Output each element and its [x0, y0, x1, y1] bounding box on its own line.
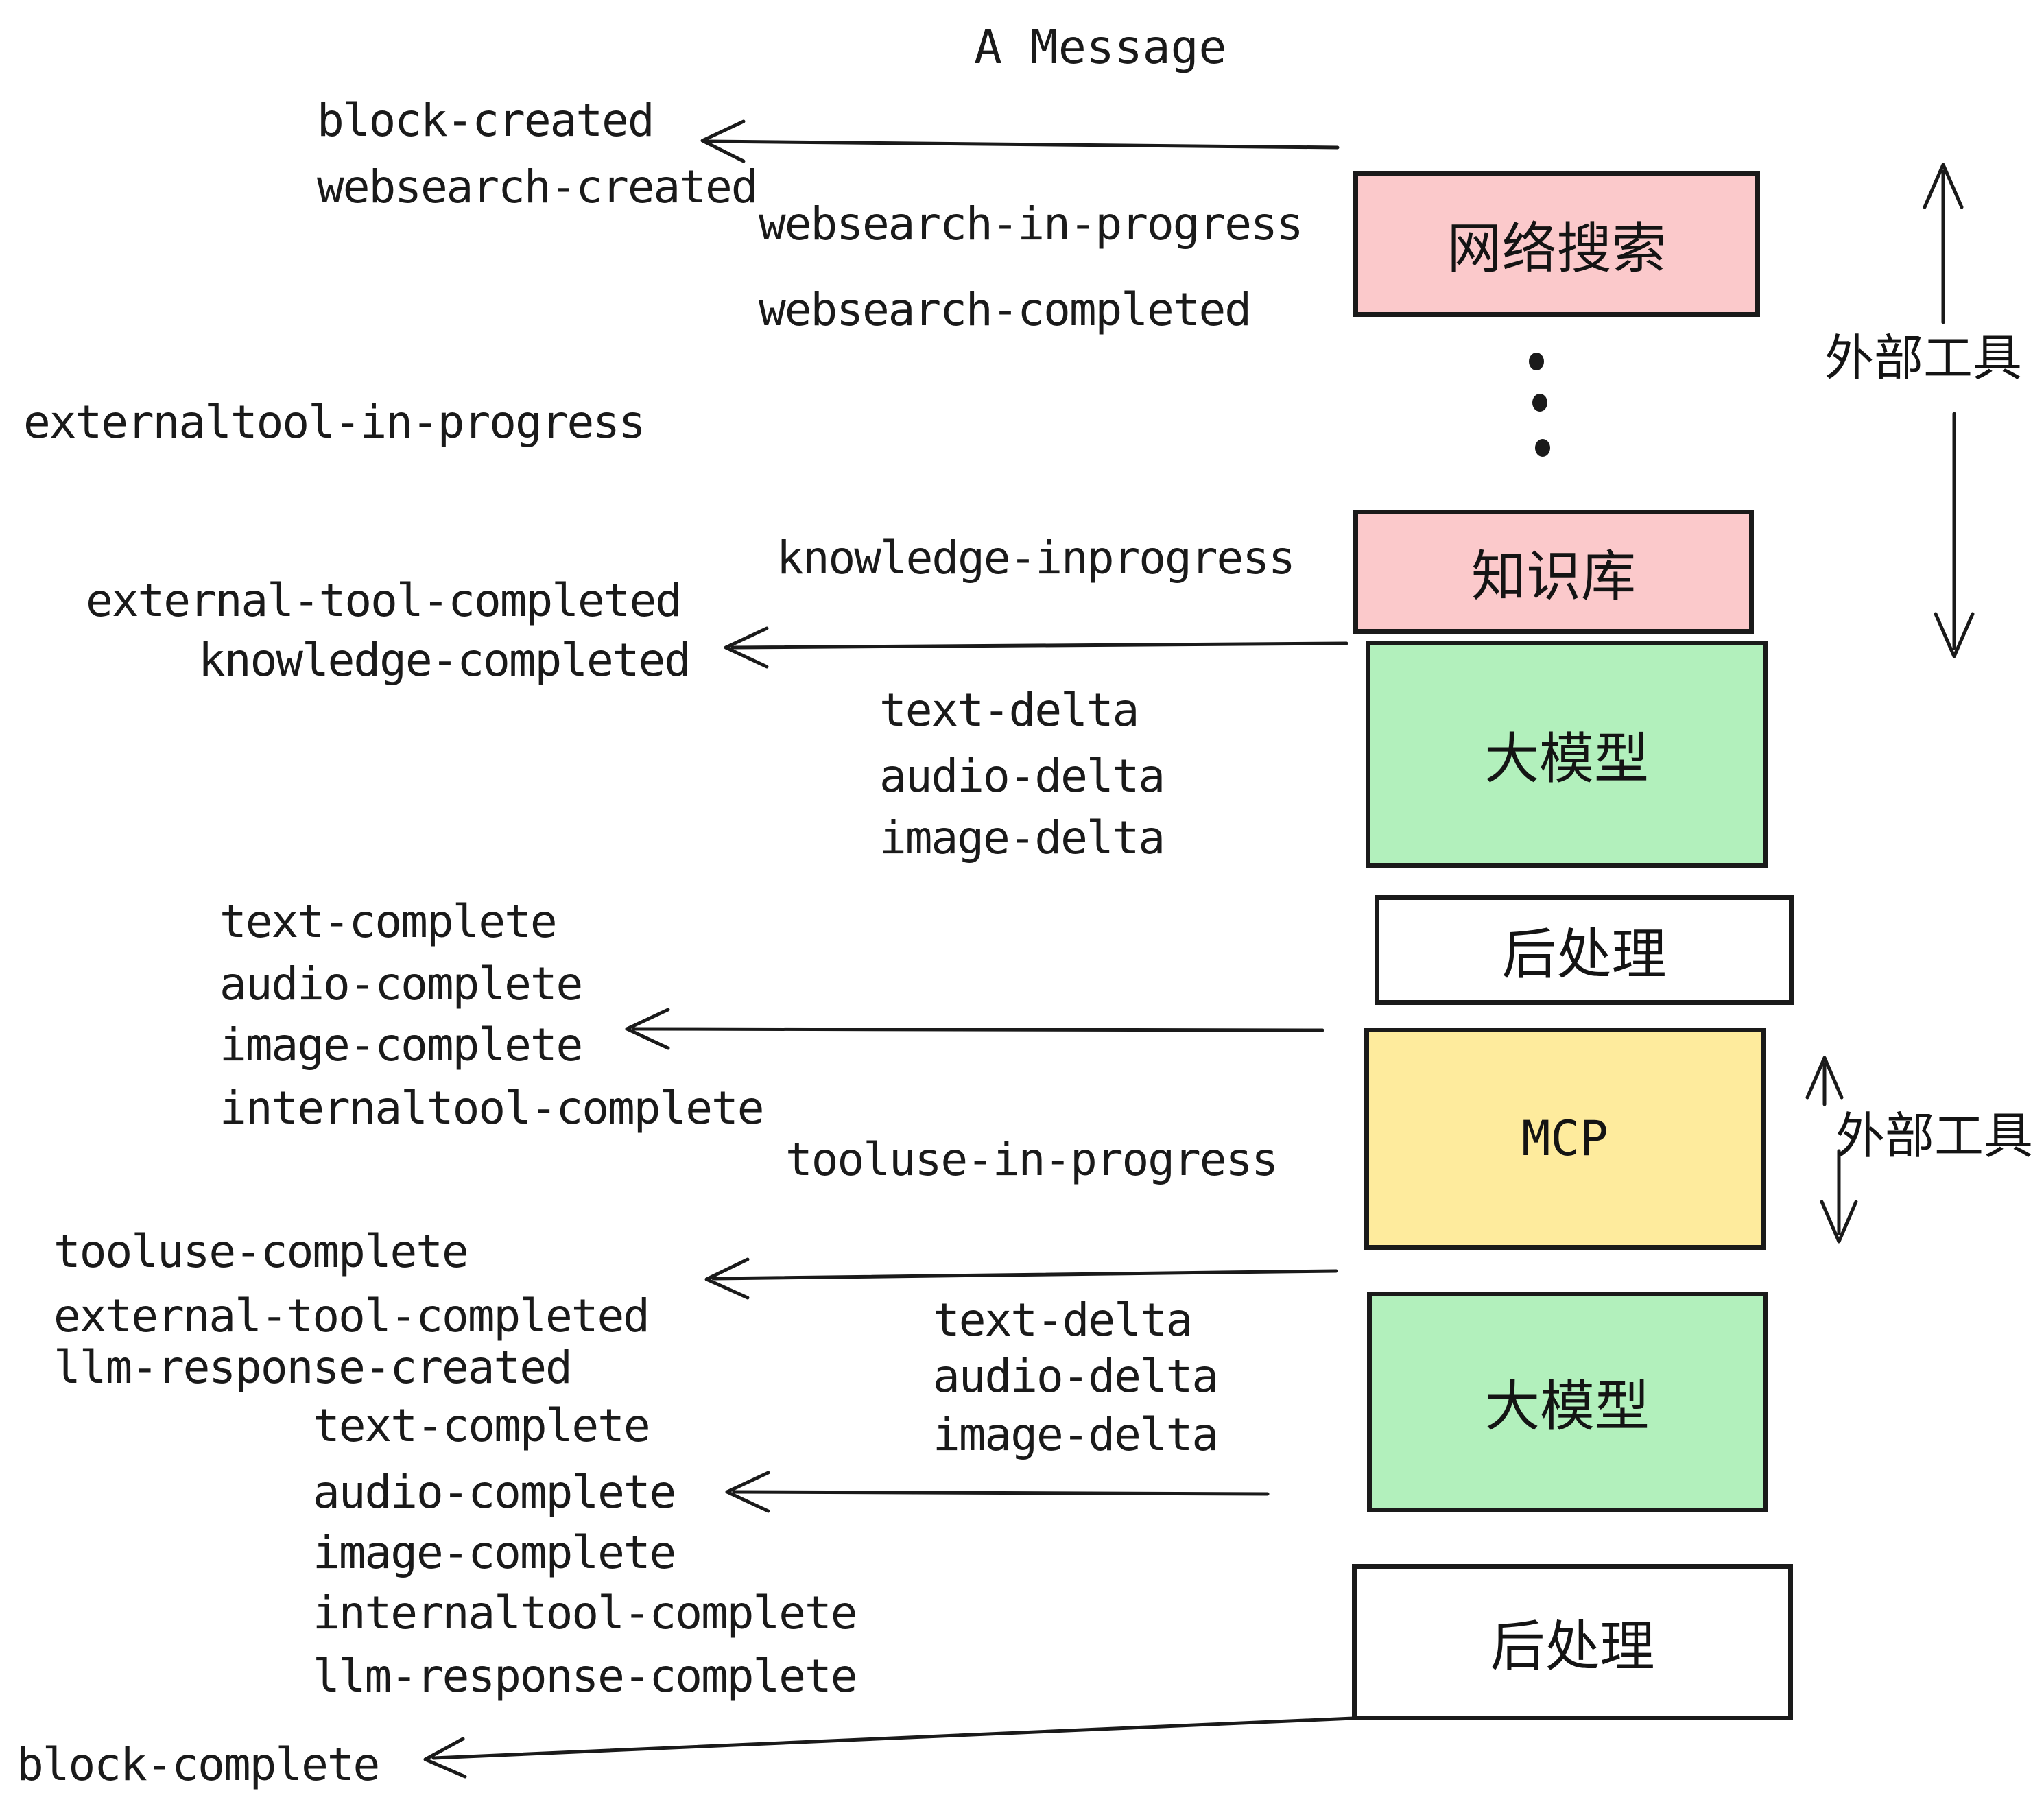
external-tools-mid-up-arrow [1805, 1056, 1844, 1106]
event-audio-delta-1: audio-delta [879, 750, 1165, 803]
box-knowledge-label: 知识库 [1471, 544, 1636, 608]
vertical-ellipsis-dots [1529, 353, 1550, 457]
event-audio-complete-2: audio-complete [313, 1466, 676, 1519]
event-external-tool-completed-2: external-tool-completed [54, 1290, 650, 1342]
event-external-tool-completed-1: external-tool-completed [86, 574, 682, 627]
diagram-title: A Message [974, 21, 1227, 75]
box-websearch-label: 网络搜索 [1447, 217, 1667, 281]
box-post-2: 后处理 [1352, 1564, 1793, 1720]
event-tooluse-complete: tooluse-complete [54, 1225, 469, 1278]
arrow-to-image-complete-1 [625, 1008, 1324, 1050]
arrow-to-block-created [700, 119, 1340, 163]
event-text-complete-2: text-complete [313, 1399, 651, 1452]
event-knowledge-inprogress: knowledge-inprogress [776, 532, 1296, 584]
event-audio-delta-2: audio-delta [933, 1350, 1219, 1403]
box-llm-1: 大模型 [1366, 641, 1768, 868]
event-image-complete-2: image-complete [313, 1526, 676, 1579]
event-llm-response-complete: llm-response-complete [313, 1650, 857, 1702]
box-llm-2-label: 大模型 [1485, 1375, 1650, 1438]
event-block-complete: block-complete [16, 1738, 380, 1791]
event-internaltool-complete-1: internaltool-complete [219, 1082, 764, 1135]
event-websearch-in-progress: websearch-in-progress [759, 198, 1303, 250]
event-llm-response-created: llm-response-created [54, 1341, 573, 1394]
arrow-to-knowledge-completed [724, 626, 1348, 669]
label-external-tools-top: 外部工具 [1825, 329, 2023, 387]
event-text-delta-2: text-delta [933, 1294, 1193, 1346]
external-tools-top-up-arrow [1923, 163, 1964, 324]
event-text-delta-1: text-delta [879, 684, 1139, 737]
box-llm-2: 大模型 [1367, 1292, 1768, 1512]
event-audio-complete-1: audio-complete [219, 958, 583, 1010]
box-mcp: MCP [1364, 1028, 1766, 1250]
event-text-complete-1: text-complete [219, 895, 558, 948]
event-websearch-created: websearch-created [317, 161, 759, 213]
box-llm-1-label: 大模型 [1484, 726, 1649, 791]
arrow-to-audio-complete-2 [725, 1471, 1270, 1513]
arrow-to-tooluse-complete [704, 1257, 1338, 1300]
arrow-to-block-complete [423, 1716, 1355, 1779]
box-post-1-label: 后处理 [1501, 923, 1667, 986]
box-knowledge: 知识库 [1353, 510, 1754, 634]
box-websearch: 网络搜索 [1353, 171, 1760, 317]
event-externaltool-in-progress: externaltool-in-progress [23, 396, 646, 449]
event-image-complete-1: image-complete [219, 1019, 583, 1071]
external-tools-top-down-arrow [1934, 412, 1975, 658]
box-post-2-label: 后处理 [1490, 1615, 1655, 1678]
event-image-delta-2: image-delta [933, 1408, 1219, 1461]
event-block-created: block-created [317, 94, 655, 147]
event-knowledge-completed: knowledge-completed [198, 634, 691, 687]
label-external-tools-mid: 外部工具 [1835, 1107, 2034, 1165]
event-websearch-completed: websearch-completed [759, 283, 1252, 336]
event-internaltool-complete-2: internaltool-complete [313, 1587, 857, 1639]
box-mcp-label: MCP [1521, 1111, 1608, 1167]
event-tooluse-in-progress: tooluse-in-progress [785, 1133, 1279, 1186]
box-post-1: 后处理 [1375, 895, 1794, 1005]
event-image-delta-1: image-delta [879, 811, 1165, 864]
